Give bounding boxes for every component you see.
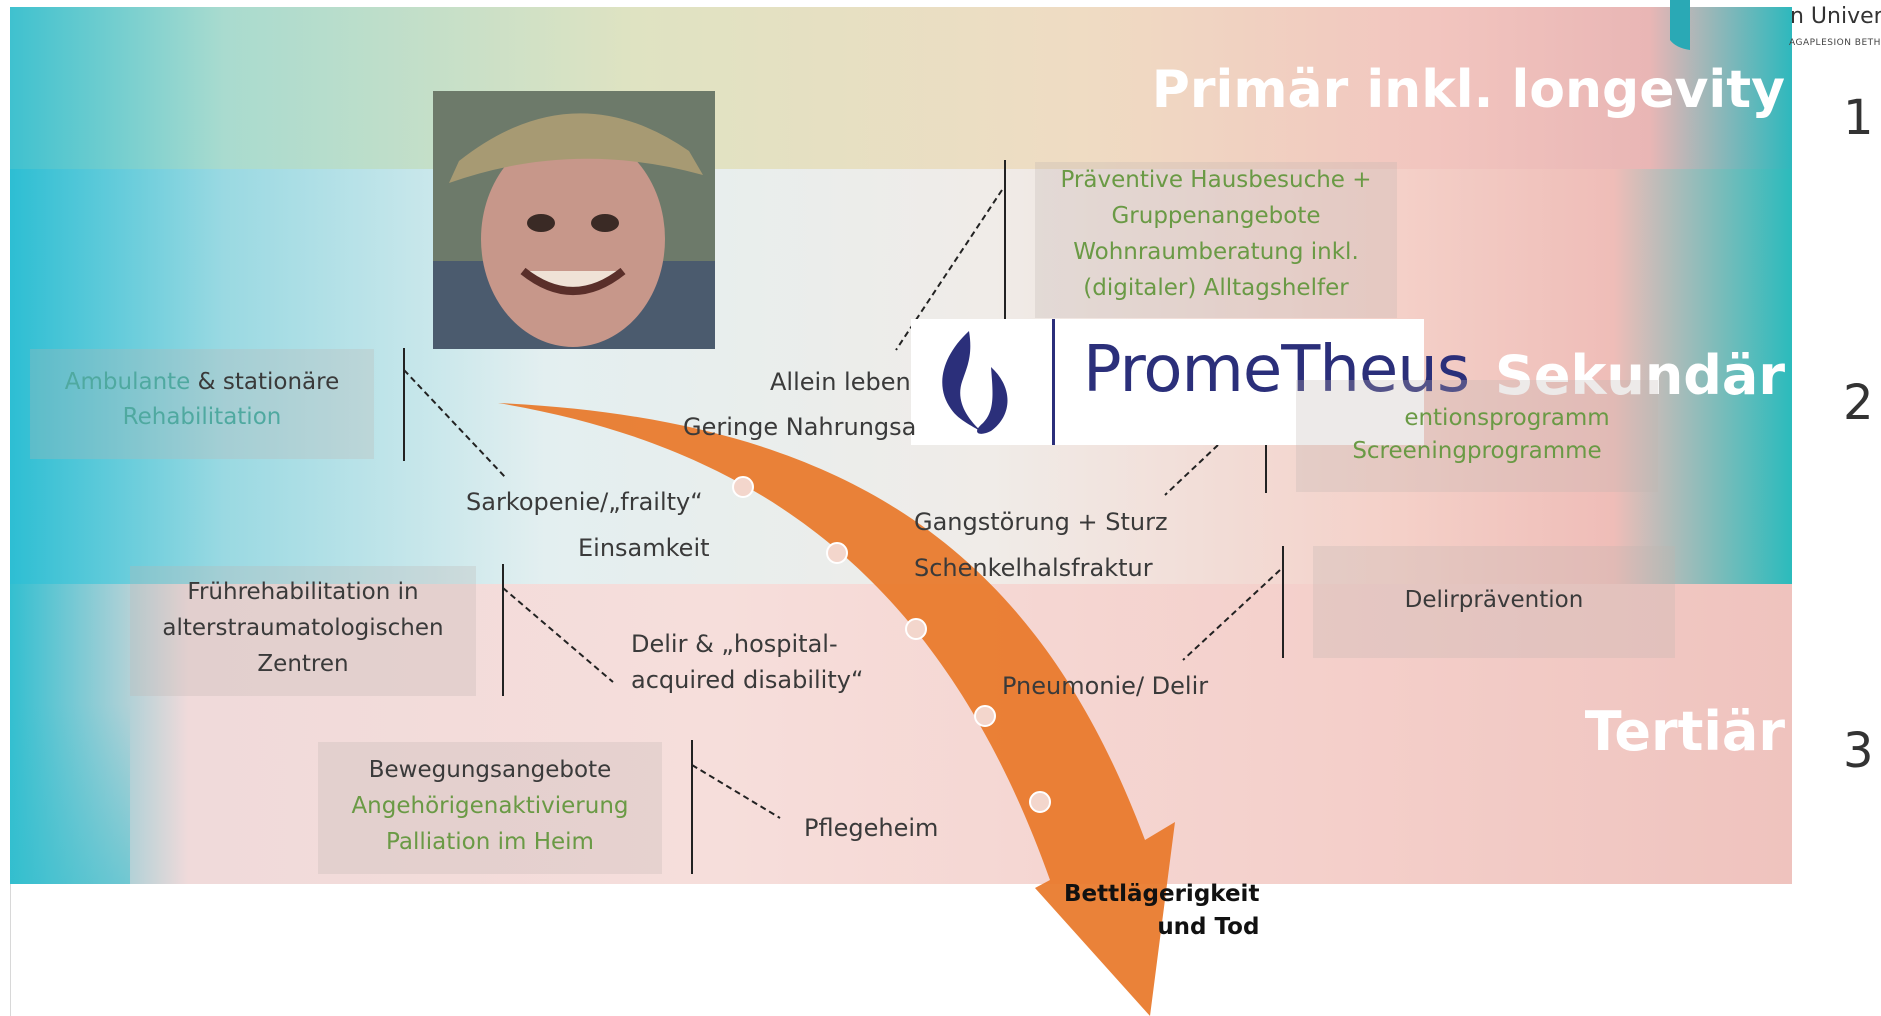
university-subtitle: AGAPLESION BETHE bbox=[1789, 38, 1881, 48]
trajectory-arrow bbox=[498, 403, 1175, 1016]
band-title-tertiary: Tertiär bbox=[1584, 700, 1785, 763]
event-gait-fall: Gangstörung + Sturz bbox=[914, 508, 1168, 536]
prevention-program-box: entionsprogramm Screeningprogramme bbox=[1296, 380, 1658, 492]
prometheus-logo: PromeTheus bbox=[911, 319, 1470, 445]
preventive-box: Präventive Hausbesuche + Gruppenangebote… bbox=[1035, 162, 1397, 318]
university-name: n Universit bbox=[1790, 4, 1881, 29]
university-logo-icon bbox=[1670, 0, 1690, 50]
rehab-box: Ambulante & stationäre Rehabilitation bbox=[30, 349, 374, 459]
arrow-dot bbox=[905, 618, 927, 640]
level-number-2: 2 bbox=[1843, 375, 1874, 431]
event-pneumonia: Pneumonie/ Delir bbox=[1002, 672, 1209, 700]
screening-dash-line bbox=[1164, 444, 1219, 496]
prevention-bands bbox=[10, 7, 1792, 884]
early-rehab-box: Frührehabilitation in alterstraumatologi… bbox=[130, 566, 476, 696]
band-title-primary: Primär inkl. longevity bbox=[1151, 60, 1785, 120]
arrow-dot bbox=[974, 705, 996, 727]
slide-edge-line bbox=[10, 884, 11, 1016]
event-delir-2: acquired disability“ bbox=[631, 666, 864, 694]
preventive-dash-line bbox=[895, 189, 1003, 351]
logo-text: PromeTheus bbox=[1083, 333, 1470, 407]
band-title-secondary: Sekundär bbox=[1494, 344, 1785, 407]
rehab-dash-line bbox=[403, 369, 507, 479]
arrow-dots bbox=[732, 476, 1051, 813]
arrow-dot bbox=[732, 476, 754, 498]
delir-prevention-box: Delirprävention bbox=[1313, 546, 1675, 658]
event-hip-fracture: Schenkelhalsfraktur bbox=[914, 554, 1153, 582]
exercise-box: Bewegungsangebote Angehörigenaktivierung… bbox=[318, 742, 662, 874]
event-low-nutrition: Geringe Nahrungsa bbox=[683, 413, 917, 441]
band-primary bbox=[10, 7, 1792, 169]
level-number-1: 1 bbox=[1843, 90, 1874, 146]
event-nursing-home: Pflegeheim bbox=[804, 814, 939, 842]
delir-dash-line bbox=[1182, 569, 1281, 661]
event-terminal: Bettlägerigkeit und Tod bbox=[1064, 881, 1260, 940]
band-tertiary bbox=[10, 584, 1792, 884]
level-number-3: 3 bbox=[1843, 723, 1874, 779]
exercise-dash-line bbox=[691, 764, 781, 819]
logo-divider bbox=[1052, 319, 1055, 445]
arrow-dot bbox=[1029, 791, 1051, 813]
flame-icon bbox=[942, 331, 1008, 434]
elderly-man-photo bbox=[433, 91, 715, 349]
event-living-alone: Allein leben bbox=[770, 368, 911, 396]
arrow-dot bbox=[826, 542, 848, 564]
event-loneliness: Einsamkeit bbox=[578, 534, 710, 562]
event-sarcopenia: Sarkopenie/„frailty“ bbox=[466, 488, 703, 516]
event-delir-1: Delir & „hospital- bbox=[631, 630, 838, 658]
early-rehab-dash-line bbox=[502, 587, 614, 683]
